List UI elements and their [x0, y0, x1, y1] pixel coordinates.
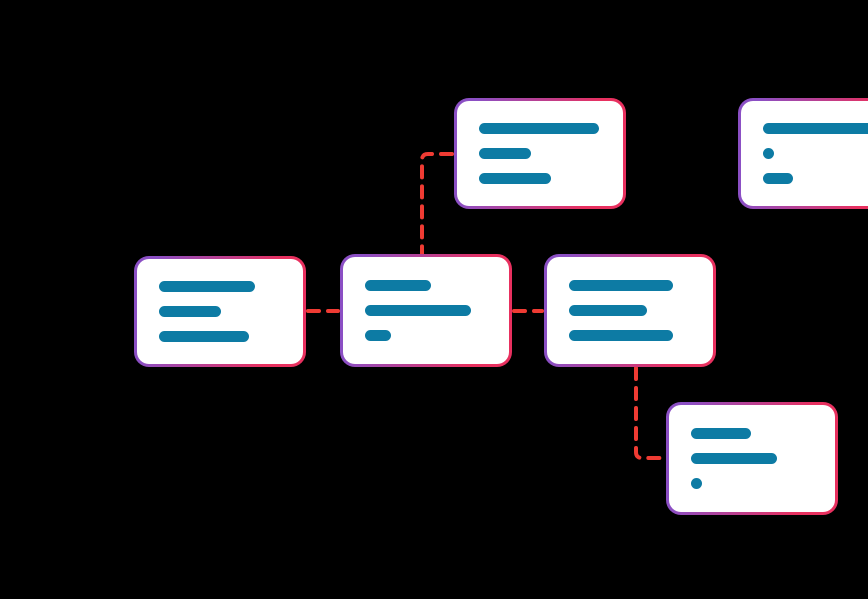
- content-bar: [763, 123, 868, 134]
- top-right-card[interactable]: [738, 98, 868, 209]
- content-bar: [691, 428, 751, 439]
- content-bar: [569, 305, 647, 316]
- content-bar: [691, 453, 777, 464]
- card-body: [137, 259, 303, 364]
- card-body: [343, 257, 509, 364]
- content-bar: [763, 173, 793, 184]
- middle-center-card[interactable]: [340, 254, 512, 367]
- content-bar: [569, 330, 673, 341]
- card-body: [457, 101, 623, 206]
- card-body: [741, 101, 868, 206]
- content-bar: [479, 148, 531, 159]
- content-bar: [365, 330, 391, 341]
- card-body: [547, 257, 713, 364]
- content-bar: [479, 123, 599, 134]
- content-bar: [365, 280, 431, 291]
- top-center-card[interactable]: [454, 98, 626, 209]
- content-bar: [159, 306, 221, 317]
- content-bar: [159, 331, 249, 342]
- connector-middle-center-to-top-center: [420, 152, 454, 256]
- content-bar: [479, 173, 551, 184]
- content-bar: [159, 281, 255, 292]
- content-dot: [691, 478, 702, 489]
- middle-left-card[interactable]: [134, 256, 306, 367]
- middle-right-card[interactable]: [544, 254, 716, 367]
- content-bar: [365, 305, 471, 316]
- card-body: [669, 405, 835, 512]
- content-bar: [569, 280, 673, 291]
- bottom-right-card[interactable]: [666, 402, 838, 515]
- content-dot: [763, 148, 774, 159]
- connector-middle-right-to-bottom-right: [634, 366, 666, 460]
